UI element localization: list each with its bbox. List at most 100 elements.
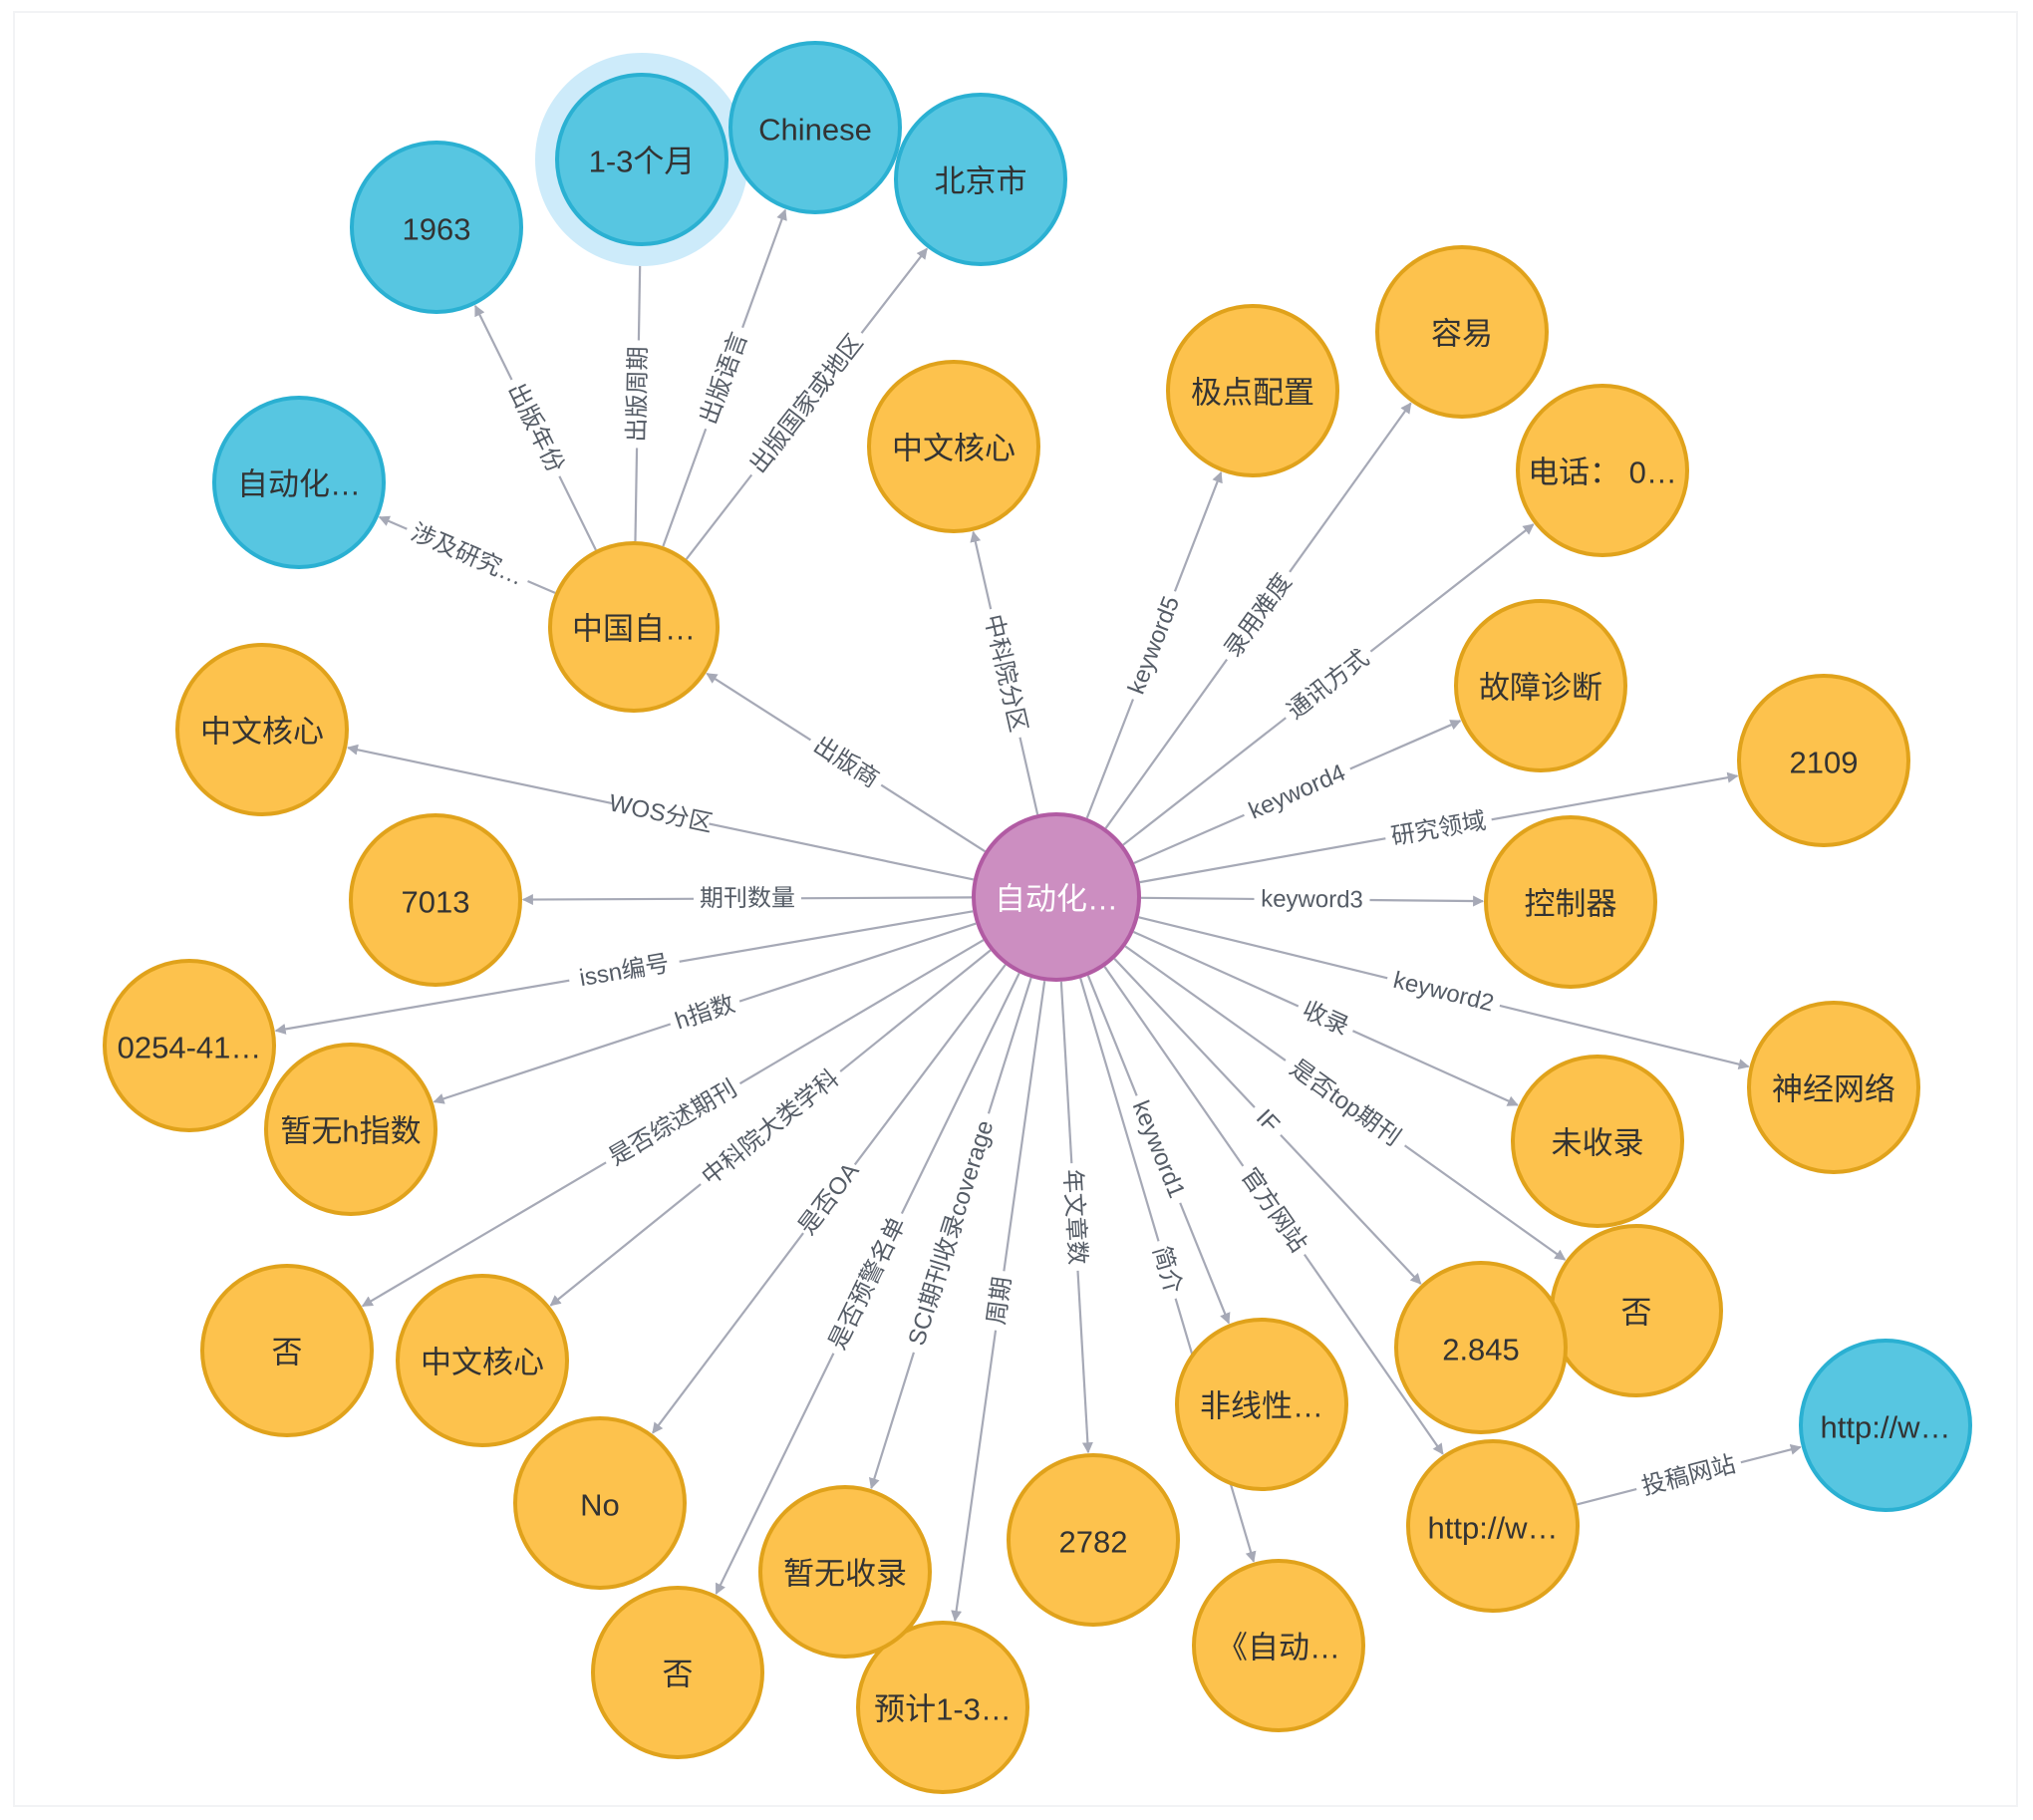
edge-h_index[interactable]: h指数 — [433, 922, 977, 1104]
node-indexed[interactable]: 未收录 — [1511, 1055, 1684, 1228]
node-circle — [1166, 304, 1339, 477]
node-language[interactable]: Chinese — [728, 41, 902, 214]
node-circle — [1484, 815, 1657, 989]
node-contact[interactable]: 电话： 0… — [1516, 384, 1689, 557]
node-label: 神经网络 — [1772, 1072, 1895, 1107]
node-center[interactable]: 自动化… — [972, 812, 1141, 982]
node-issn[interactable]: 0254-41… — [103, 959, 276, 1132]
node-label: 容易 — [1431, 317, 1493, 352]
node-label: 暂无h指数 — [280, 1114, 421, 1149]
node-circle — [758, 1485, 932, 1659]
node-warning[interactable]: 否 — [591, 1586, 764, 1759]
edge-label-bg — [598, 1070, 748, 1176]
edge-label: 年文章数 — [1058, 1168, 1090, 1265]
node-circle — [856, 1621, 1029, 1794]
node-circle — [555, 73, 728, 246]
node-circle — [1406, 1439, 1580, 1613]
node-circle — [200, 1264, 374, 1437]
node-cycle[interactable]: 预计1-3… — [856, 1621, 1029, 1794]
edge-label-bg — [692, 322, 757, 435]
node-count[interactable]: 7013 — [349, 813, 522, 987]
edge-label: 出版周期 — [624, 346, 653, 442]
node-label: 中国自… — [572, 612, 696, 647]
node-publisher[interactable]: 中国自… — [548, 541, 720, 713]
node-label: 中文核心 — [892, 432, 1016, 466]
node-kw1[interactable]: 非线性… — [1175, 1318, 1348, 1491]
node-label: 非线性… — [1200, 1389, 1323, 1424]
node-circle — [1747, 1001, 1920, 1174]
edge-label-bg — [1292, 992, 1359, 1045]
node-submit_site[interactable]: http://w… — [1799, 1339, 1972, 1512]
node-label: 1963 — [403, 212, 471, 247]
node-circle — [1394, 1261, 1568, 1434]
edge-articles[interactable]: 年文章数 — [1056, 981, 1093, 1454]
edge-label-bg — [691, 1060, 850, 1196]
edge-label-bg — [401, 514, 534, 595]
node-circle — [1454, 599, 1627, 772]
node-intro[interactable]: 《自动… — [1192, 1559, 1365, 1732]
node-cycle_pub[interactable]: 1-3个月 — [535, 53, 748, 266]
node-circle — [103, 959, 276, 1132]
node-circle — [1516, 384, 1689, 557]
node-label: 故障诊断 — [1479, 671, 1602, 706]
node-label: http://w… — [1428, 1511, 1559, 1546]
node-circle — [867, 360, 1040, 533]
node-label: 2782 — [1059, 1525, 1128, 1560]
node-label: 中文核心 — [421, 1346, 544, 1380]
edge-label-bg — [498, 373, 573, 483]
node-label: 7013 — [402, 885, 470, 920]
edge-label-bg — [1119, 585, 1189, 705]
node-circle — [212, 396, 386, 569]
edge-label-bg — [1277, 639, 1380, 730]
node-circle — [513, 1416, 687, 1590]
node-kw2[interactable]: 神经网络 — [1747, 1001, 1920, 1174]
node-label: 2109 — [1790, 746, 1859, 780]
node-difficulty[interactable]: 容易 — [1375, 245, 1549, 419]
edge-label: 期刊数量 — [700, 885, 795, 912]
node-top[interactable]: 否 — [1550, 1224, 1723, 1397]
edge-label-bg — [1254, 883, 1370, 916]
node-circle — [349, 813, 522, 987]
node-kw5[interactable]: 极点配置 — [1166, 304, 1339, 477]
node-label: 1-3个月 — [589, 145, 696, 179]
node-cas_major[interactable]: 中文核心 — [396, 1274, 569, 1447]
edge-kw3[interactable]: keyword3 — [1140, 883, 1485, 916]
node-kw3[interactable]: 控制器 — [1484, 815, 1657, 989]
node-label: 《自动… — [1217, 1631, 1340, 1666]
edge-cycle[interactable]: 周期 — [951, 981, 1046, 1622]
edge-label-bg — [1214, 563, 1303, 669]
node-circle — [972, 812, 1141, 982]
node-if[interactable]: 2.845 — [1394, 1261, 1568, 1434]
node-label: 自动化… — [995, 882, 1118, 917]
edge-label-bg — [981, 1269, 1019, 1333]
edge-label-bg — [622, 340, 654, 449]
node-circle — [1175, 1318, 1348, 1491]
node-kw4[interactable]: 故障诊断 — [1454, 599, 1627, 772]
node-label: 暂无收录 — [783, 1557, 907, 1592]
edge-label-bg — [1056, 1162, 1093, 1272]
node-articles[interactable]: 2782 — [1007, 1453, 1180, 1627]
edge-label-bg — [1238, 755, 1356, 829]
edge-count[interactable]: 期刊数量 — [521, 883, 973, 914]
node-circle — [1375, 245, 1549, 419]
node-research_field[interactable]: 2109 — [1737, 674, 1910, 847]
node-year[interactable]: 1963 — [350, 141, 523, 314]
node-sci[interactable]: 暂无收录 — [758, 1485, 932, 1659]
node-website[interactable]: http://w… — [1406, 1439, 1580, 1613]
node-label: 极点配置 — [1191, 376, 1314, 411]
node-field_pub[interactable]: 自动化… — [212, 396, 386, 569]
node-label: 否 — [272, 1336, 303, 1370]
edge-label-bg — [819, 1206, 916, 1361]
node-review[interactable]: 否 — [200, 1264, 374, 1437]
node-oa[interactable]: No — [513, 1416, 687, 1590]
node-region[interactable]: 北京市 — [894, 93, 1067, 266]
edge-label-bg — [1122, 1089, 1195, 1209]
edge-label-bg — [802, 727, 890, 798]
edge-cycle_pub[interactable]: 出版周期 — [622, 245, 654, 542]
node-cas_zone[interactable]: 中文核心 — [867, 360, 1040, 533]
node-label: 否 — [1621, 1296, 1652, 1331]
node-wos[interactable]: 中文核心 — [175, 643, 349, 816]
node-h_index[interactable]: 暂无h指数 — [264, 1043, 437, 1216]
node-label: Chinese — [758, 113, 872, 148]
